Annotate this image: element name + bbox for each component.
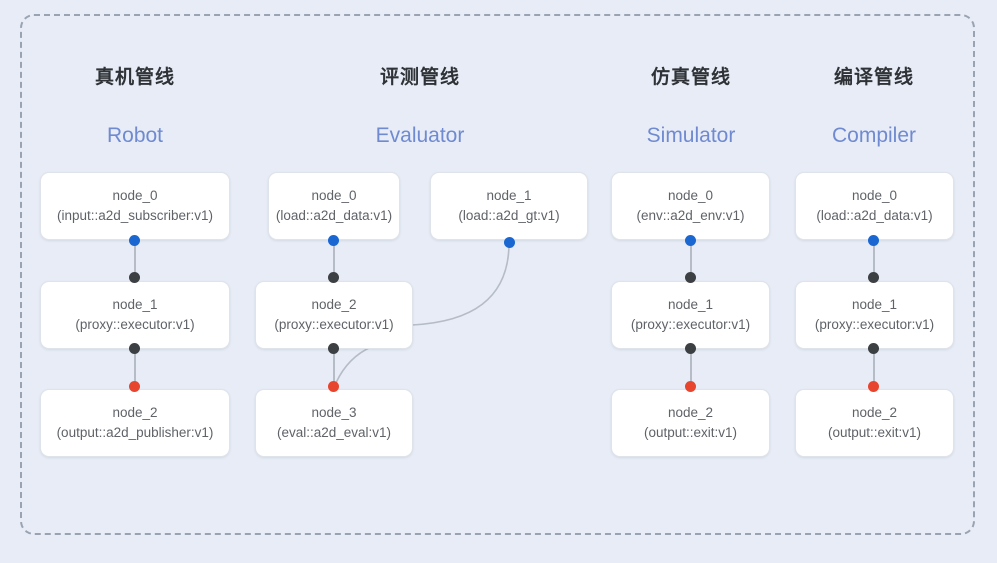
- port-dot-proxy-compiler-1-in: [868, 272, 879, 283]
- node-evaluator-1[interactable]: node_1 (load::a2d_gt:v1): [430, 172, 588, 240]
- node-name: node_1: [486, 187, 532, 203]
- node-simulator-2[interactable]: node_2 (output::exit:v1): [611, 389, 770, 457]
- edge-sim-1-2: [690, 348, 692, 388]
- port-dot-proxy-robot-1-in: [129, 272, 140, 283]
- column-title-en-simulator: Simulator: [646, 124, 736, 147]
- node-evaluator-0[interactable]: node_0 (load::a2d_data:v1): [268, 172, 400, 240]
- port-dot-eval-evaluator-3: [328, 381, 339, 392]
- node-name: node_0: [851, 187, 898, 203]
- node-type: (proxy::executor:v1): [814, 316, 935, 332]
- column-title-cn-evaluator: 评测管线: [379, 67, 460, 88]
- node-type: (load::a2d_data:v1): [275, 207, 393, 223]
- edge-robot-1-2: [134, 348, 136, 388]
- node-robot-2[interactable]: node_2 (output::a2d_publisher:v1): [40, 389, 230, 457]
- node-type: (env::a2d_env:v1): [636, 207, 745, 223]
- node-evaluator-2[interactable]: node_2 (proxy::executor:v1): [255, 281, 413, 349]
- column-title-en-compiler: Compiler: [831, 124, 917, 147]
- node-type: (input::a2d_subscriber:v1): [56, 207, 214, 223]
- port-dot-proxy-robot-1-out: [129, 343, 140, 354]
- port-dot-output-simulator-2: [685, 381, 696, 392]
- node-name: node_2: [112, 404, 158, 420]
- node-type: (output::a2d_publisher:v1): [56, 424, 214, 440]
- edge-comp-0-1: [873, 240, 875, 280]
- node-type: (eval::a2d_eval:v1): [276, 424, 392, 440]
- port-dot-proxy-simulator-1-out: [685, 343, 696, 354]
- node-name: node_1: [667, 296, 714, 312]
- node-name: node_1: [112, 296, 158, 312]
- port-dot-proxy-evaluator-2-out: [328, 343, 339, 354]
- port-dot-input-compiler-0: [868, 235, 879, 246]
- column-title-cn-simulator: 仿真管线: [650, 67, 731, 88]
- node-robot-0[interactable]: node_0 (input::a2d_subscriber:v1): [40, 172, 230, 240]
- node-simulator-1[interactable]: node_1 (proxy::executor:v1): [611, 281, 770, 349]
- node-name: node_0: [112, 187, 158, 203]
- node-name: node_2: [311, 296, 357, 312]
- node-type: (load::a2d_gt:v1): [458, 207, 560, 223]
- node-evaluator-3[interactable]: node_3 (eval::a2d_eval:v1): [255, 389, 413, 457]
- dashed-frame-border: [20, 14, 975, 535]
- port-dot-proxy-compiler-1-out: [868, 343, 879, 354]
- node-type: (proxy::executor:v1): [274, 316, 394, 332]
- edge-robot-0-1: [134, 240, 136, 280]
- node-compiler-2[interactable]: node_2 (output::exit:v1): [795, 389, 954, 457]
- port-dot-input-evaluator-1: [504, 237, 515, 248]
- column-title-cn-robot: 真机管线: [94, 67, 175, 88]
- node-name: node_1: [851, 296, 898, 312]
- node-name: node_2: [851, 404, 898, 420]
- node-type: (load::a2d_data:v1): [816, 207, 933, 223]
- port-dot-input-robot-0: [129, 235, 140, 246]
- column-title-cn-compiler: 编译管线: [833, 67, 914, 88]
- node-robot-1[interactable]: node_1 (proxy::executor:v1): [40, 281, 230, 349]
- port-dot-output-compiler-2: [868, 381, 879, 392]
- node-name: node_3: [311, 404, 357, 420]
- port-dot-input-simulator-0: [685, 235, 696, 246]
- node-type: (output::exit:v1): [827, 424, 922, 440]
- edge-sim-0-1: [690, 240, 692, 280]
- edge-eval-0-2: [333, 240, 335, 280]
- column-title-en-evaluator: Evaluator: [375, 124, 465, 147]
- port-dot-proxy-simulator-1-in: [685, 272, 696, 283]
- node-name: node_2: [667, 404, 714, 420]
- port-dot-output-robot-2: [129, 381, 140, 392]
- edge-eval-2-3: [333, 348, 335, 388]
- node-name: node_0: [311, 187, 357, 203]
- node-compiler-0[interactable]: node_0 (load::a2d_data:v1): [795, 172, 954, 240]
- node-name: node_0: [667, 187, 714, 203]
- node-type: (proxy::executor:v1): [630, 316, 751, 332]
- port-dot-proxy-evaluator-2-in: [328, 272, 339, 283]
- node-type: (proxy::executor:v1): [75, 316, 195, 332]
- node-compiler-1[interactable]: node_1 (proxy::executor:v1): [795, 281, 954, 349]
- node-type: (output::exit:v1): [643, 424, 738, 440]
- edge-comp-1-2: [873, 348, 875, 388]
- port-dot-input-evaluator-0: [328, 235, 339, 246]
- node-simulator-0[interactable]: node_0 (env::a2d_env:v1): [611, 172, 770, 240]
- column-title-en-robot: Robot: [106, 124, 164, 147]
